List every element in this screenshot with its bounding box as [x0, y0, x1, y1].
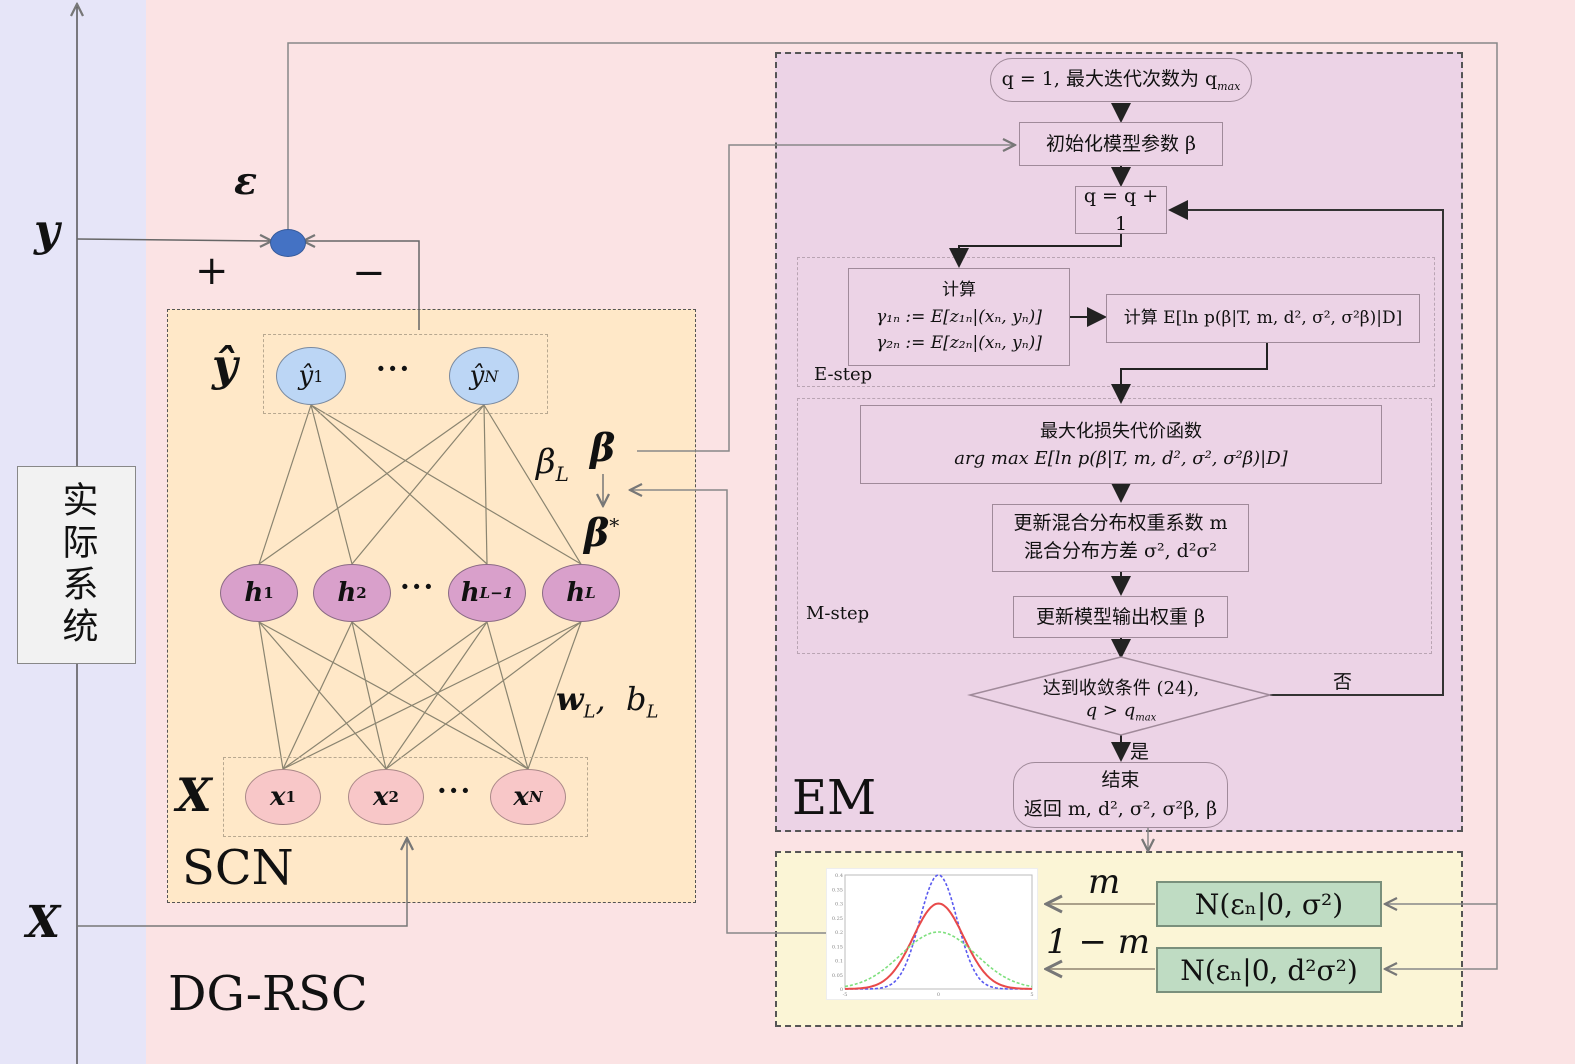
epsilon-label: ε [234, 158, 258, 203]
y-tick-label: 0.3 [835, 902, 843, 908]
real-system-label: 实际系统 [56, 481, 98, 649]
beta-l-label: βL [536, 442, 569, 486]
em-label: EM [792, 770, 877, 826]
input-x-label: X [26, 897, 61, 948]
output-ellipsis: ··· [376, 352, 412, 385]
end-node: 结束 返回 m, d², σ², σ²β, β [1013, 762, 1228, 828]
output-layer-frame [263, 334, 548, 414]
start-node: q = 1, 最大迭代次数为 qmax [990, 58, 1252, 102]
plus-sign: + [195, 248, 229, 294]
x-tick-label: 5 [1030, 992, 1033, 998]
y-tick-label: 0.2 [835, 930, 843, 936]
beta-star-label: β* [584, 510, 620, 555]
x-tick-label: -5 [843, 992, 848, 998]
y-tick-label: 0.35 [832, 887, 843, 893]
real-system-block: 实际系统 [17, 466, 136, 664]
x-scn-label: X [176, 768, 212, 822]
y-tick-label: 0.4 [835, 873, 843, 879]
series-mixture [845, 902, 1032, 990]
e-step-gamma-node: 计算 γ₁ₙ := E[z₁ₙ|(xₙ, yₙ)] γ₂ₙ := E[z₂ₙ|(… [848, 268, 1070, 366]
y-tick-label: 0 [840, 987, 843, 993]
e-step-expectation-node: 计算 E[ln p(β|T, m, d², σ², σ²β)|D] [1106, 294, 1420, 343]
scn-label: SCN [182, 840, 294, 896]
dg-rsc-label: DG-RSC [168, 966, 368, 1022]
input-layer-frame [223, 757, 588, 837]
weights-bias-label: wL, bL [556, 680, 659, 723]
decision-text: 达到收敛条件 (24), q > qmax [1042, 678, 1200, 724]
one-minus-m-label: 1 − m [1046, 922, 1150, 962]
increment-node: q = q + 1 [1075, 185, 1167, 235]
m-step-label: M-step [806, 603, 870, 624]
yes-label: 是 [1130, 741, 1150, 763]
y-tick-label: 0.05 [832, 973, 843, 979]
input-ellipsis: ··· [437, 774, 473, 807]
y-tick-label: 0.25 [832, 916, 843, 922]
y-hat-label: ŷ [212, 340, 238, 391]
y-tick-label: 0.1 [835, 959, 843, 965]
gaussian-component-1: N(εₙ|0, σ²) [1156, 881, 1382, 927]
plot-frame [844, 874, 1033, 990]
y-tick-label: 0.15 [832, 944, 843, 950]
m-weight-label: m [1088, 862, 1121, 902]
update-beta-node: 更新模型输出权重 β [1013, 596, 1228, 638]
series-narrow-component [845, 874, 1032, 990]
hidden-ellipsis: ··· [400, 570, 436, 603]
summing-junction [270, 229, 306, 257]
e-step-label: E-step [814, 364, 873, 385]
m-step-maximize-node: 最大化损失代价函数 arg max E[ln p(β|T, m, d², σ²,… [860, 405, 1382, 484]
series-wide-component [844, 931, 1033, 988]
no-label: 否 [1333, 671, 1353, 693]
update-mixture-node: 更新混合分布权重系数 m 混合分布方差 σ², d²σ² [992, 504, 1249, 572]
gaussian-component-2: N(εₙ|0, d²σ²) [1156, 947, 1382, 993]
init-params-node: 初始化模型参数 β [1019, 122, 1223, 166]
minus-sign: − [352, 250, 386, 296]
output-y-label: y [34, 205, 60, 256]
x-tick-label: 0 [937, 992, 940, 998]
beta-label: β [590, 425, 616, 470]
